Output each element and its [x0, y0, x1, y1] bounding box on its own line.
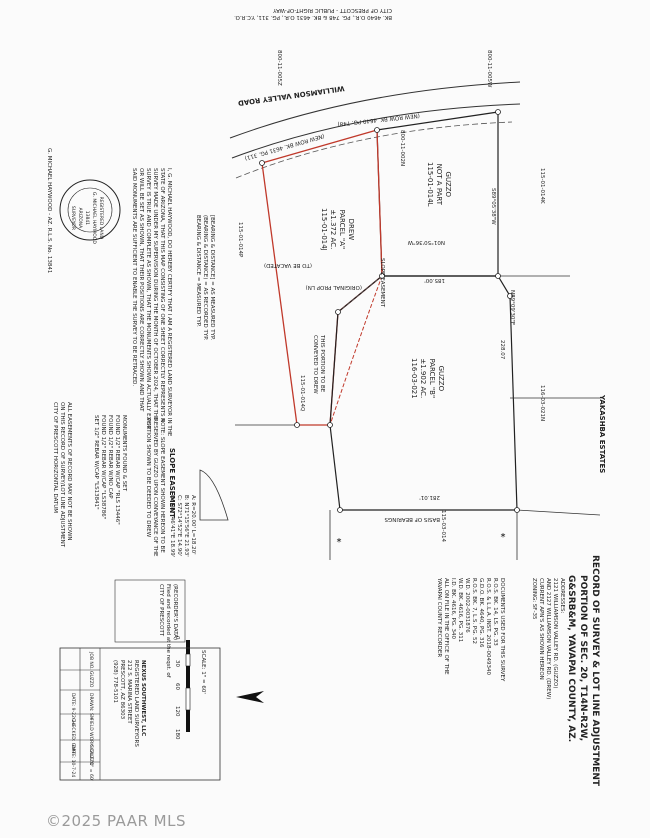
apn-label: 115-01-014P: [237, 222, 243, 258]
road-right-of-way-line: [235, 121, 513, 179]
road-city-note: BK. 4640 O.R., PG. 748 & BK. 4631 O.R., …: [234, 7, 392, 20]
scale-label: SCALE: 1" = 60': [200, 650, 206, 694]
scale-tick: 120: [174, 706, 180, 717]
monuments-legend: MONUMENTS FOUND & SET FOUND 1/2" REBAR W…: [93, 415, 127, 525]
recorder-data: (RECORDER'S DATA) Filed and recorded at …: [158, 584, 178, 678]
apn-label: 800-11-002N: [399, 130, 405, 167]
apn-label: 116-03-021N: [539, 385, 545, 422]
slope-curve-table: A: R=20.00' L=18.20' B: N71°15'56"E 21.9…: [169, 495, 196, 558]
titleblock-date-2: DATE: 10-7-24: [70, 745, 75, 778]
subdivision-name: YAKASHBA ESTATES: [598, 395, 606, 474]
titleblock-scale: SCALE: 1" = 60': [88, 745, 93, 781]
dimension-distance: 185.00': [424, 277, 445, 283]
parcel-not-a-part-label: GUZZO NOT A PART 115-01-014L: [426, 162, 452, 207]
dimension-distance: 228.07: [499, 340, 505, 360]
firm-block: NEXUS SOUTHWEST, LLC REGISTERED LAND SUR…: [112, 660, 146, 747]
bearing-legend: [BEARING & DISTANCE] = AS MEASURED TYP. …: [195, 215, 215, 341]
slope-easement-note: NOTE: SLOPE EASEMENT SHOWN HEREON TO BE …: [145, 418, 165, 557]
original-property-line-note: (ORIGINAL PROP LN): [305, 284, 362, 290]
apn-label: 800-11-005Z: [276, 50, 282, 86]
conveyed-portion-curve: [329, 275, 383, 426]
apn-label: 115-01-014K: [539, 168, 545, 204]
titleblock-job: JOB NO. GUZZO: [88, 652, 93, 688]
scale-bar: [185, 640, 191, 732]
scale-tick: 60: [174, 683, 180, 690]
road-right-of-way-line: [229, 81, 521, 139]
survey-title-line3: G&SRB&M, YAVAPAI COUNTY, AZ.: [566, 575, 576, 743]
svg-text:*: *: [336, 537, 342, 548]
dimension-bearing: S89°05'38"W: [490, 188, 496, 225]
surveyor-seal: [59, 179, 121, 241]
seal-text: REGISTERED LAND G. MICHAEL HAYWOOD 13841…: [70, 192, 103, 244]
easement-disclaimer: ALL EASEMENTS OF RECORD MAY NOT BE SHOWN…: [52, 402, 72, 548]
addresses-block: ADDRESSES: 2121 WILLIAMSON VALLEY RD. (G…: [531, 578, 565, 700]
slope-easement-label: SLOPE EASEMENT: [379, 258, 385, 308]
north-arrow: [236, 691, 264, 703]
apn-label: 115-03-014: [440, 510, 446, 542]
survey-title: RECORD OF SURVEY & LOT LINE ADJUSTMENT: [590, 555, 600, 786]
parcel-b-label: GUZZO PARCEL "B" ±1.902 AC. 116-03-021: [410, 358, 445, 399]
titleblock-drawn: DRAWN: SM: [88, 693, 93, 720]
slope-easement-detail: [199, 469, 229, 521]
apn-label: 800-11-005W: [486, 50, 492, 88]
recorder-box: [114, 579, 186, 643]
survey-title-line2: PORTION OF SEC. 20, T14N-R2W,: [578, 575, 588, 742]
basis-of-bearings: BASIS OF BEARINGS: [384, 516, 440, 522]
road-right-of-way-line: [231, 103, 521, 159]
surveyor-signature: G. MICHAEL HAYWOOD - AZ. R.L.S. No. 1384…: [46, 148, 52, 274]
apn-label: 115-01-014Q: [299, 375, 305, 412]
parcel-a-label: DREW PARCEL "A" ±1.372 AC. 115-01-014J: [320, 208, 355, 251]
surveyor-certification: I, G. MICHAEL HAYWOOD, DO HEREBY CERTIFY…: [131, 168, 172, 437]
parcel-b-outline: [329, 275, 518, 511]
conveyed-portion-note: THIS PORTION TO BE CONVEYED TO DREW: [312, 335, 325, 394]
dimension-distance: 281.01': [419, 494, 440, 500]
dimension-bearing: N01°50'36"W: [407, 239, 445, 245]
documents-block: DOCUMENTS USED FOR THIS SURVEY R.O.S. BK…: [436, 578, 505, 682]
svg-text:*: *: [500, 532, 506, 543]
dimension-bearing: N89°09'30"E: [509, 290, 515, 326]
watermark: ©2025 PAAR MLS: [46, 812, 186, 830]
monument-markers: [259, 109, 520, 513]
scale-tick: 180: [174, 729, 180, 740]
to-be-vacated-note: (TO BE VACATED): [263, 262, 312, 268]
